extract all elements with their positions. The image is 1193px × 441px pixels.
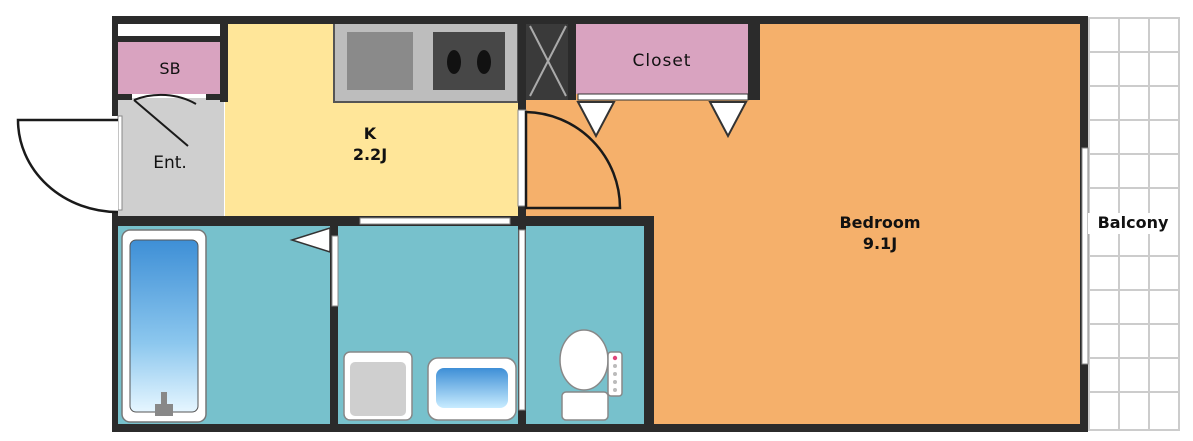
sb-door-swing-icon [133, 93, 197, 147]
kitchen-label: K 2.2J [330, 124, 410, 166]
wash-basin [427, 357, 517, 421]
burner-right-icon [477, 50, 491, 74]
bedroom-label: Bedroom 9.1J [820, 213, 940, 255]
burner-left-icon [447, 50, 461, 74]
closet-door-marker-left-icon [576, 101, 616, 139]
bedroom-door-swing-icon [524, 110, 622, 210]
kitchen-name: K [363, 124, 377, 143]
entrance-floor [118, 98, 224, 218]
front-door-swing-icon [16, 118, 119, 214]
closet-area [572, 22, 752, 94]
closet-label: Closet [632, 51, 692, 71]
kitchen-counter [333, 21, 519, 103]
toilet-control-icon [612, 355, 618, 361]
closet-door-marker-right-icon [708, 101, 748, 139]
bedroom-size: 9.1J [862, 233, 898, 253]
bathtub [121, 229, 207, 423]
storage-closet-sb [118, 40, 222, 94]
balcony-label: Balcony [1088, 213, 1178, 234]
washing-machine [343, 351, 413, 421]
bath-door-marker-icon [289, 226, 331, 254]
kitchen-size: 2.2J [352, 144, 388, 164]
toilet [559, 329, 623, 421]
pipe-shaft [526, 22, 570, 100]
sb-label: SB [159, 59, 181, 78]
entrance-label: Ent. [153, 153, 187, 173]
bedroom-name: Bedroom [839, 213, 921, 232]
